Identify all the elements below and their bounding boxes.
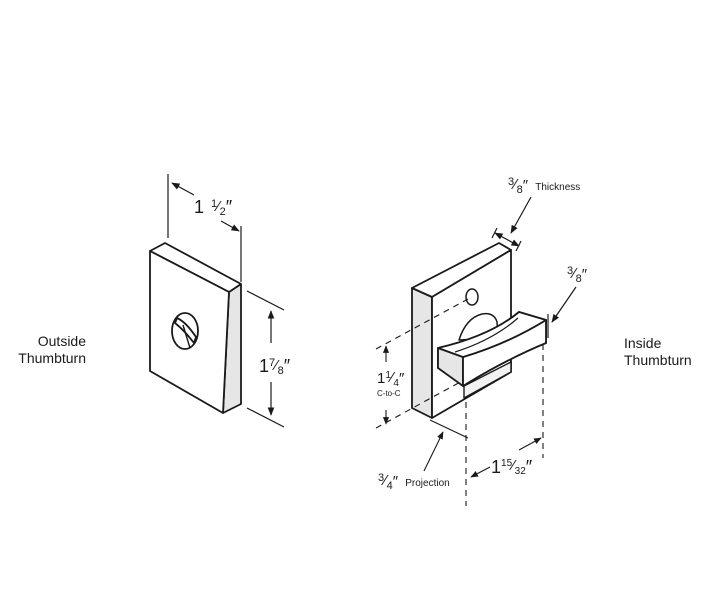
thickness-label: 3⁄8″ Thickness xyxy=(508,176,580,196)
outside-label-line1: Outside xyxy=(37,333,86,349)
screw-hole xyxy=(465,288,479,306)
center-to-center-caption: C-to-C xyxy=(377,389,401,398)
inside-thumbturn-label: Inside Thumbturn xyxy=(624,335,714,369)
lever-shank xyxy=(463,361,512,399)
inside-thumbturn xyxy=(411,242,547,419)
outside-width-dimension xyxy=(167,174,242,282)
center-to-center-dimension xyxy=(375,298,469,429)
outside-height-dimension xyxy=(246,290,285,428)
outside-thumbturn-label: Outside Thumbturn xyxy=(8,333,86,367)
outside-height-label: 17⁄8″ xyxy=(259,356,291,377)
outside-knob xyxy=(171,312,199,350)
outside-thumbturn xyxy=(149,242,242,414)
lever-length-label: 115⁄32″ xyxy=(491,457,533,477)
thickness-dimension xyxy=(491,196,532,252)
inside-label-line1: Inside xyxy=(624,335,662,351)
projection-dimension xyxy=(423,344,544,506)
lever-thickness-dimension xyxy=(547,286,577,338)
center-to-center-label: 11⁄4″ xyxy=(377,369,405,389)
inside-label-line2: Thumbturn xyxy=(624,352,692,368)
projection-label: 3⁄4″ Projection xyxy=(378,472,450,492)
outside-label-line2: Thumbturn xyxy=(18,350,86,366)
lever xyxy=(437,311,547,387)
lever-thickness-label: 3⁄8″ xyxy=(567,265,588,285)
outside-width-label: 1 1⁄2″ xyxy=(194,197,233,218)
